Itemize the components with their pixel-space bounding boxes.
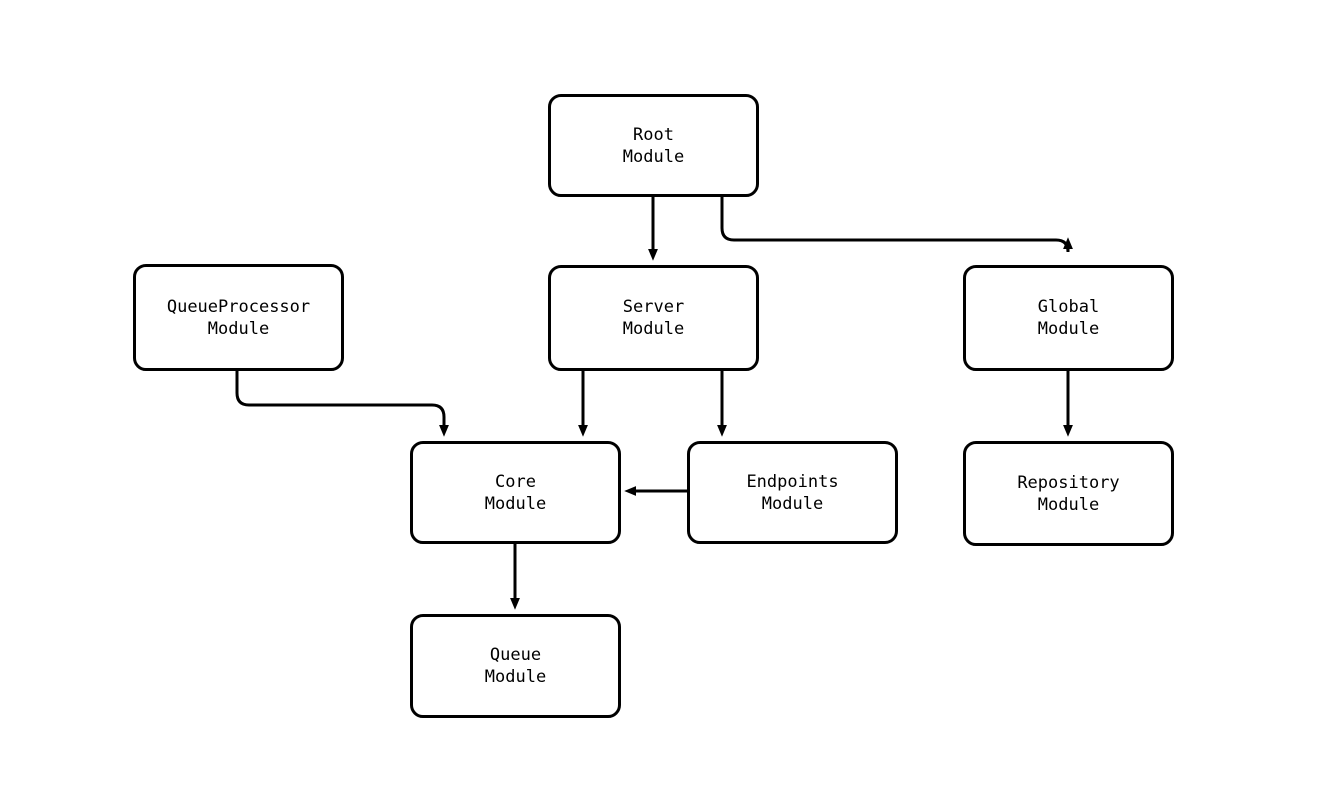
node-repository-module-line2: Module xyxy=(1037,494,1100,515)
node-repository-module-line1: Repository xyxy=(1017,472,1120,493)
node-global-module-line2: Module xyxy=(1037,319,1100,339)
node-queueprocessor-module-line2: Module xyxy=(207,318,270,339)
node-queue-module[interactable]: Queue Module xyxy=(410,614,621,718)
node-queue-module-line1: Queue xyxy=(489,645,542,665)
node-endpoints-module-line2: Module xyxy=(761,493,824,514)
node-root-module-line2: Module xyxy=(622,146,685,167)
node-server-module-line1: Server xyxy=(622,297,685,317)
node-server-module[interactable]: Server Module xyxy=(548,265,759,371)
node-core-module-line2: Module xyxy=(484,493,547,514)
node-queueprocessor-module[interactable]: QueueProcessor Module xyxy=(133,264,344,371)
node-root-module-line1: Root xyxy=(633,124,674,145)
node-core-module-line1: Core xyxy=(495,471,536,492)
node-server-module-line2: Module xyxy=(622,319,685,339)
node-queueprocessor-module-line1: QueueProcessor xyxy=(166,296,311,317)
node-endpoints-module-line1: Endpoints xyxy=(746,471,839,492)
node-global-module-line1: Global xyxy=(1037,297,1100,317)
node-queue-module-line2: Module xyxy=(484,667,547,687)
node-core-module[interactable]: Core Module xyxy=(410,441,621,544)
node-global-module[interactable]: Global Module xyxy=(963,265,1174,371)
edge-root-to-global xyxy=(720,197,1073,253)
node-root-module[interactable]: Root Module xyxy=(548,94,759,197)
node-repository-module[interactable]: Repository Module xyxy=(963,441,1174,546)
node-endpoints-module[interactable]: Endpoints Module xyxy=(687,441,898,544)
edge-queueprocessor-to-core xyxy=(235,371,449,437)
